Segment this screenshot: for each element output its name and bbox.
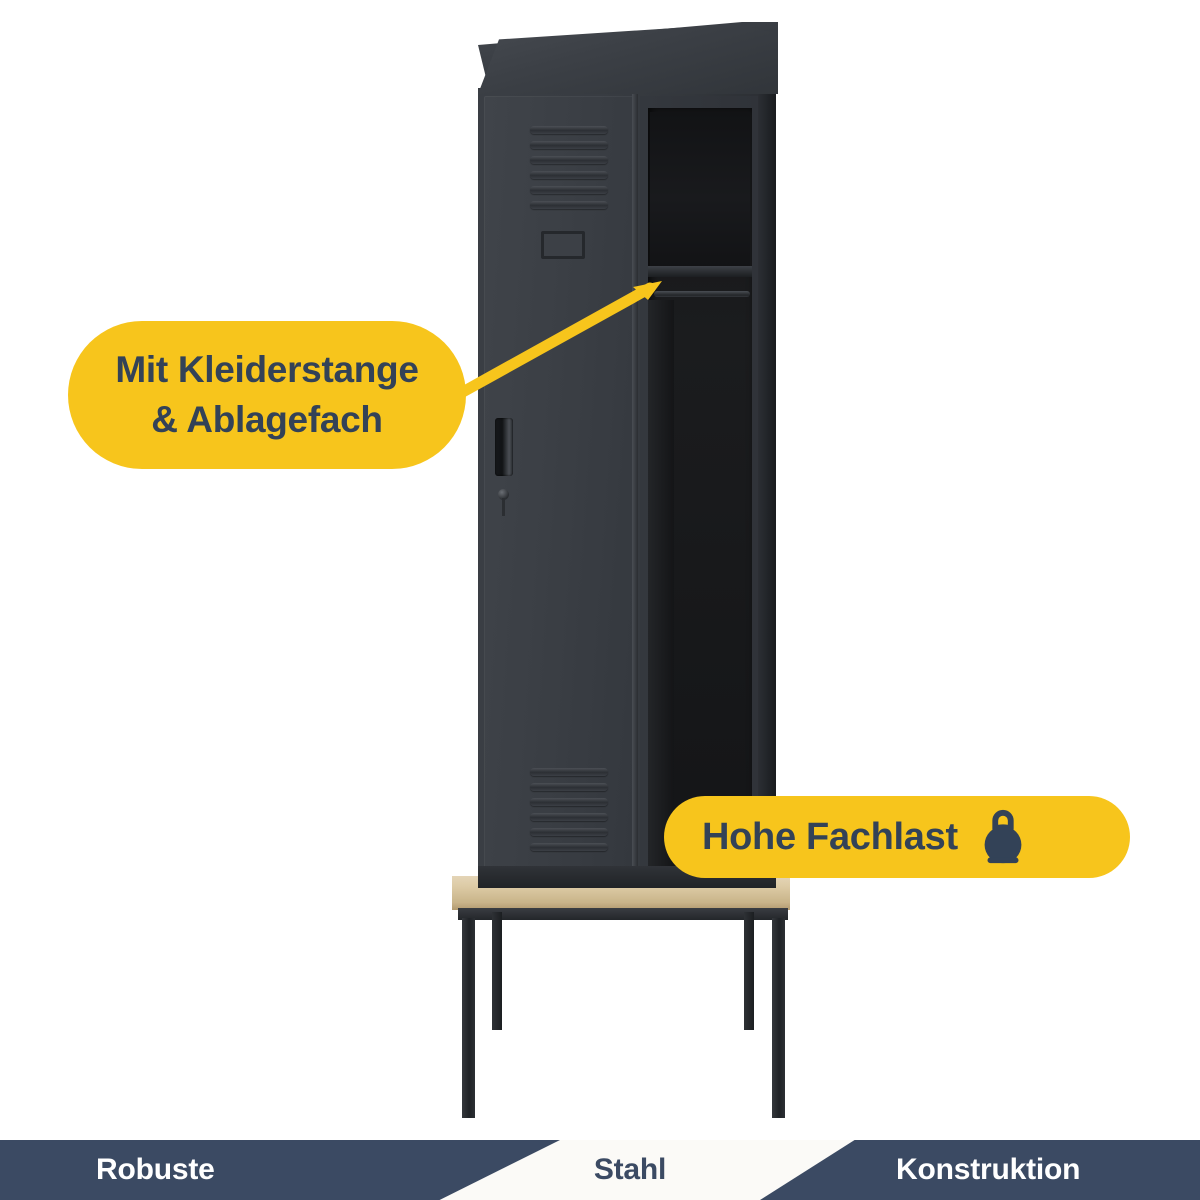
locker-side-panel: [758, 90, 776, 888]
callout-badge-load-label: Hohe Fachlast: [702, 815, 958, 858]
recessed-handle-icon[interactable]: [495, 418, 513, 476]
callout-badge-load[interactable]: Hohe Fachlast: [664, 796, 1130, 878]
compartment-inner-shadow: [648, 300, 674, 872]
louver-vent-icon-bottom: [530, 768, 608, 858]
bench-leg-front-right: [772, 918, 785, 1118]
key-lock-icon[interactable]: [498, 489, 509, 500]
bench-leg-back-left: [492, 912, 502, 1030]
banner-label-robuste: Robuste: [96, 1153, 215, 1186]
locker-top-face: [478, 24, 778, 94]
clothes-rail-icon: [654, 291, 750, 297]
shelf-board-icon: [648, 266, 752, 277]
bench-leg-front-left: [462, 918, 475, 1118]
banner-segment-middle: Stahl: [420, 1140, 840, 1200]
banner-label-stahl: Stahl: [593, 1153, 667, 1186]
bench-leg-back-right: [744, 912, 754, 1030]
bench-metal-apron: [458, 908, 788, 920]
door-seam: [632, 94, 638, 882]
locker-door[interactable]: [484, 96, 634, 880]
kettlebell-icon: [984, 809, 1022, 864]
callout-badge-shelf[interactable]: Mit Kleiderstange & Ablagefach: [68, 321, 466, 469]
shelf-compartment: [650, 112, 750, 268]
bench-wood-edge: [452, 902, 790, 910]
key-lock-stem: [502, 498, 505, 516]
bottom-banner: Robuste Stahl Konstruktion: [0, 1140, 1200, 1200]
banner-label-konstruktion: Konstruktion: [896, 1153, 1081, 1186]
name-card-holder-icon: [541, 231, 585, 259]
louver-vent-icon-top: [530, 126, 608, 216]
callout-badge-shelf-label: Mit Kleiderstange & Ablagefach: [115, 349, 419, 440]
